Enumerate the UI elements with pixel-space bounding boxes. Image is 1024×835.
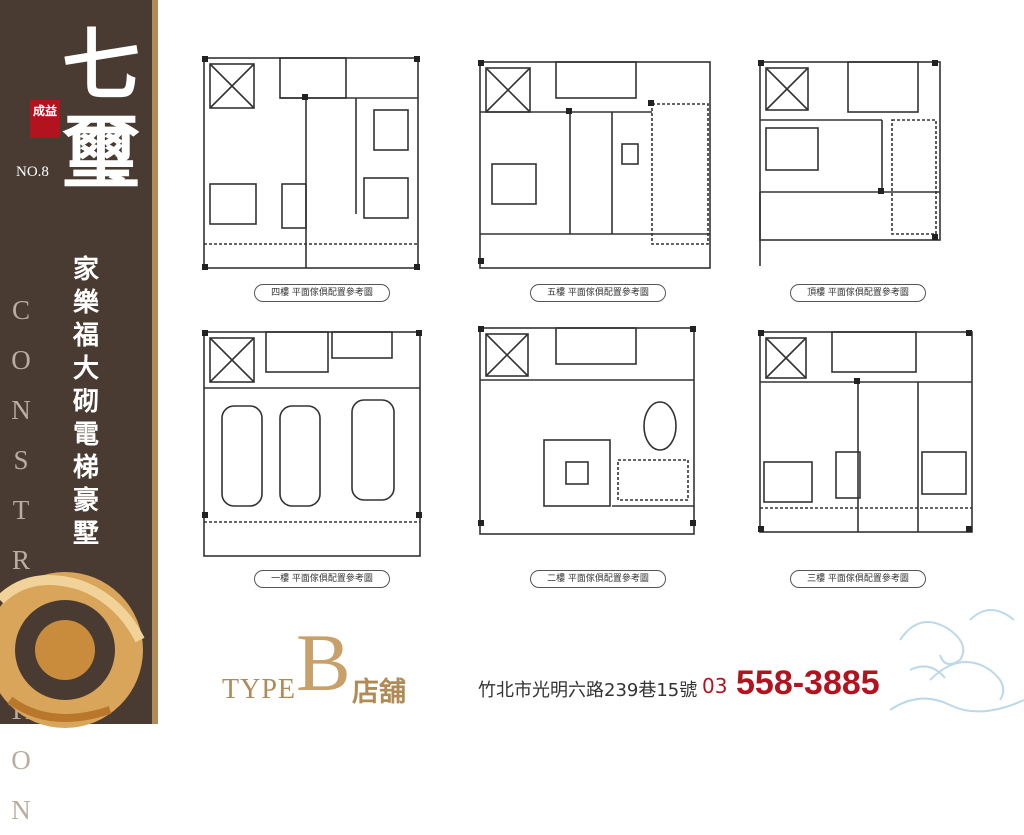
caption-floor2: 二樓 平面傢俱配置參考圖 <box>530 570 666 588</box>
floor-plan-2f <box>472 320 704 540</box>
floor-plan-4f <box>196 44 428 272</box>
brand-slogan: 家樂福大砌電梯豪墅 <box>72 255 99 549</box>
caption-floor4: 四樓 平面傢俱配置參考圖 <box>254 284 390 302</box>
floor-plan-5f <box>472 54 718 272</box>
phone-area-code: 03 <box>702 674 728 698</box>
caption-floor3: 三樓 平面傢俱配置參考圖 <box>790 570 926 588</box>
floor-plan-3f <box>752 322 976 542</box>
phone-number: 558-3885 <box>736 664 880 702</box>
address: 竹北市光明六路239巷15號 <box>478 680 698 701</box>
caption-roof: 頂樓 平面傢俱配置參考圖 <box>790 284 926 302</box>
floor-plan-roof <box>752 52 948 272</box>
brand-seal: 成益 <box>30 100 60 138</box>
wave-ornament-icon <box>890 609 1024 713</box>
type-kind: 店舖 <box>352 677 406 708</box>
jade-ornament-icon <box>0 572 145 728</box>
floor-plan-1f <box>196 322 428 562</box>
brand-title: 七璽 <box>61 20 140 199</box>
brand-number: NO.8 <box>16 164 49 180</box>
type-word: TYPE <box>222 674 296 705</box>
caption-floor1: 一樓 平面傢俱配置參考圖 <box>254 570 390 588</box>
brand-band-edge <box>152 0 158 724</box>
type-letter: B <box>296 617 351 708</box>
caption-floor5: 五樓 平面傢俱配置參考圖 <box>530 284 666 302</box>
